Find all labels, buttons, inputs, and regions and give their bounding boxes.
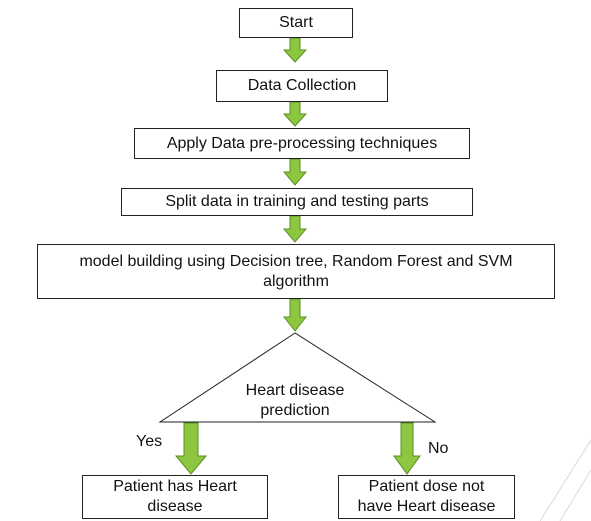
arrow-collect-to-preprocess [282,101,308,127]
data-collection-label: Data Collection [247,77,357,94]
preprocessing-label: Apply Data pre-processing techniques [166,134,438,152]
start-box: Start [239,8,353,38]
decor-line-bottom [559,469,591,521]
yes-outcome-label-line1: Patient has Heart [113,478,237,495]
yes-branch-label: Yes [136,433,163,450]
model-building-label-line2: algorithm [263,272,329,290]
no-outcome-box: Patient dose not have Heart disease [338,475,515,519]
decision-triangle [158,332,437,423]
yes-outcome-label-line2: disease [147,498,203,515]
preprocessing-box: Apply Data pre-processing techniques [134,128,470,159]
arrow-start-to-collect [282,37,308,63]
split-data-box: Split data in training and testing parts [121,188,473,216]
model-building-box: model building using Decision tree, Rand… [37,244,555,299]
model-building-label-line1: model building using Decision tree, Rand… [79,252,513,270]
arrow-split-to-model [282,215,308,243]
no-outcome-label-line2: have Heart disease [357,498,496,515]
decor-line-top [539,439,591,521]
start-label: Start [279,14,313,31]
no-outcome-label-line1: Patient dose not [368,478,485,495]
arrow-preprocess-to-split [282,158,308,186]
decision-label-line1: Heart disease [245,382,345,399]
arrow-decision-to-yes [174,422,208,475]
data-collection-box: Data Collection [216,70,388,102]
decision-label: Heart disease prediction [205,381,385,421]
arrow-model-to-decision [282,298,308,332]
no-branch-label: No [428,440,449,457]
arrow-decision-to-no [393,422,421,475]
decision-label-line2: prediction [260,402,330,419]
yes-outcome-box: Patient has Heart disease [82,475,268,519]
split-data-label: Split data in training and testing parts [165,193,429,210]
